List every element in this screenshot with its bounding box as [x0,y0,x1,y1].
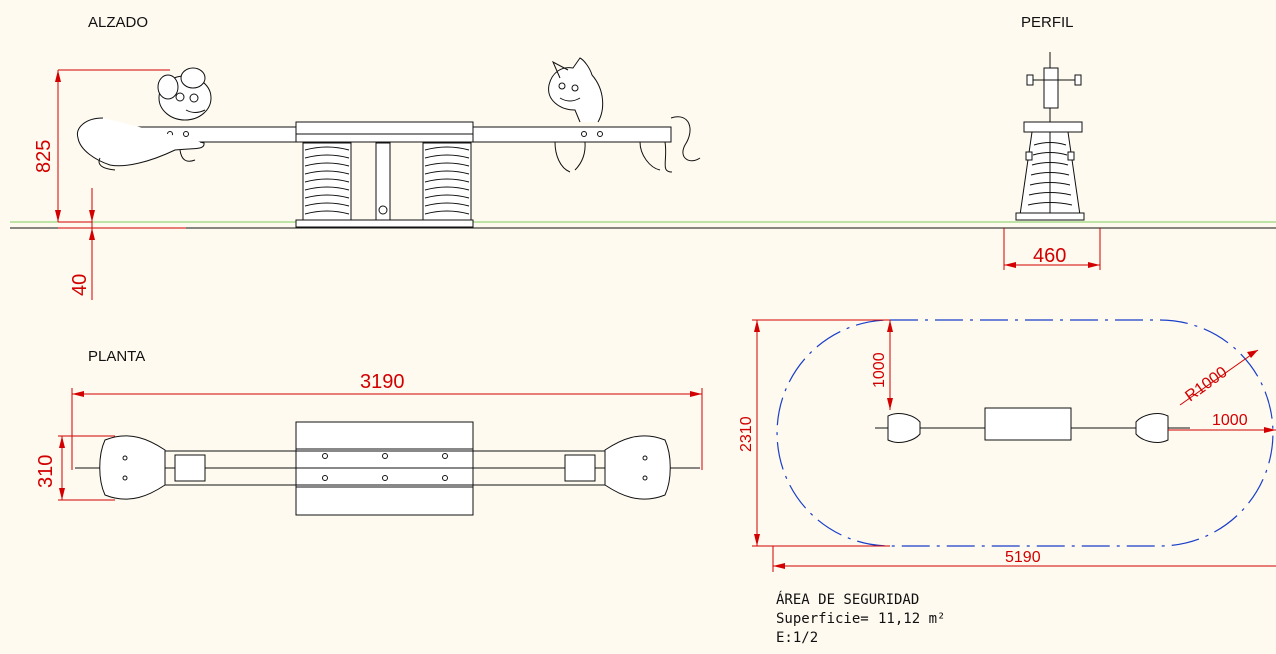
seesaw-plan [75,421,700,516]
alzado-title: ALZADO [88,14,148,31]
dim-40-label: 40 [69,274,91,296]
dim-5190: 5190 [772,546,1276,572]
dim-area-1000-top-label: 1000 [871,352,888,388]
spring-right [422,142,472,222]
seesaw-profile [1015,52,1085,221]
dim-5190-label: 5190 [1005,549,1041,566]
dim-460: 460 [1003,228,1101,270]
dim-310: 310 [35,435,115,501]
area-title: ÁREA DE SEGURIDAD [776,591,919,608]
mouse-figure [76,67,212,171]
dim-radius: R1000 [1179,349,1259,406]
planta-title: PLANTA [88,348,145,365]
dim-310-label: 310 [35,455,57,488]
safety-area [776,319,1274,547]
dim-825-label: 825 [33,140,55,173]
dim-3190: 3190 [71,371,703,470]
dim-825: 825 [33,69,170,223]
dim-2310: 2310 [738,319,890,547]
dim-radius-label: R1000 [1182,364,1230,406]
dim-area-1000-top: 1000 [871,320,893,410]
spring-left [302,142,352,222]
dim-3190-label: 3190 [360,371,405,393]
dim-40: 40 [58,188,186,300]
ground-line [10,221,1276,229]
cat-figure [548,57,701,173]
scale-label: E:1/2 [776,630,818,646]
safety-notes: ÁREA DE SEGURIDAD Superficie= 11,12 m² E… [776,591,945,646]
dim-area-1000-side: 1000 [1168,412,1276,433]
seesaw-elevation [76,57,701,228]
dim-2310-label: 2310 [738,416,755,452]
surface-label: Superficie= [776,611,869,627]
dim-460-label: 460 [1033,245,1066,267]
surface-value: 11,12 m² [878,611,945,627]
dim-area-1000-side-label: 1000 [1212,412,1248,429]
perfil-title: PERFIL [1021,14,1074,31]
